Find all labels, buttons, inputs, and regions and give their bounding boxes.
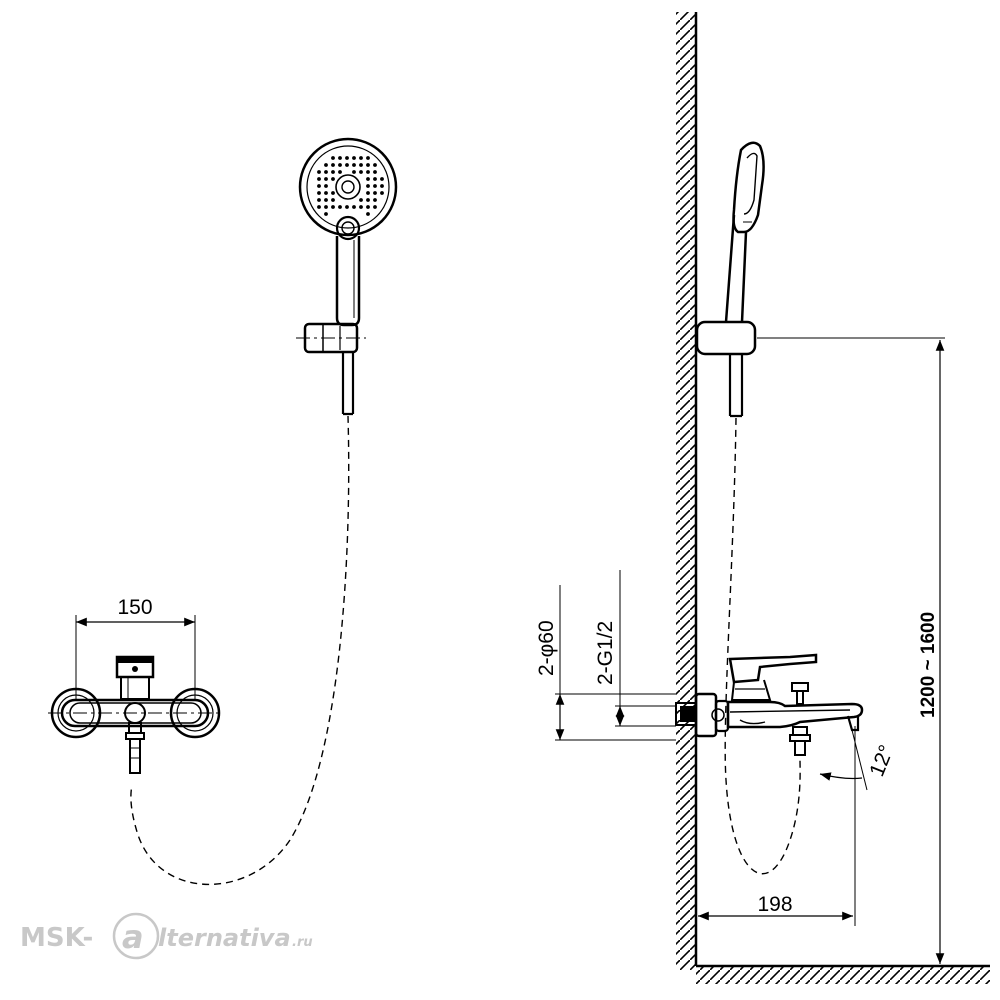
- nozzle-dot: [331, 156, 335, 160]
- nozzle-dot: [331, 198, 335, 202]
- dim-spout-reach: 198: [698, 726, 856, 926]
- nozzle-dot: [359, 170, 363, 174]
- shower-head-side: [732, 141, 765, 234]
- dim-width-front: 150: [117, 596, 152, 619]
- hose-front: [130, 415, 350, 886]
- spray-nozzles: [317, 156, 384, 216]
- dim-spout-angle: 12°: [819, 729, 899, 791]
- svg-text:MSK-: MSK-: [20, 923, 93, 953]
- nozzle-dot: [324, 191, 328, 195]
- nozzle-dot: [373, 198, 377, 202]
- nozzle-dot: [331, 170, 335, 174]
- nozzle-dot: [359, 156, 363, 160]
- nozzle-dot: [359, 163, 363, 167]
- nozzle-dot: [324, 177, 328, 181]
- wall: [676, 12, 990, 984]
- shower-handle: [335, 236, 361, 327]
- hose-side: [724, 417, 801, 875]
- floor-hatch: [696, 966, 990, 984]
- nozzle-dot: [324, 170, 328, 174]
- nozzle-dot: [366, 177, 370, 181]
- nozzle-dot: [338, 163, 342, 167]
- nozzle-dot: [359, 198, 363, 202]
- svg-text:lternativa: lternativa: [158, 924, 291, 952]
- watermark-logo: MSK- a lternativa .ru: [20, 912, 313, 960]
- lever-handle-side: [728, 653, 818, 684]
- nozzle-dot: [352, 170, 356, 174]
- nozzle-dot: [359, 205, 363, 209]
- bath-mixer-front: 150: [48, 596, 222, 774]
- nozzle-dot: [366, 212, 370, 216]
- hand-shower-side: [695, 141, 945, 418]
- nozzle-dot: [324, 184, 328, 188]
- nozzle-dot: [352, 156, 356, 160]
- nozzle-dot: [373, 184, 377, 188]
- nozzle-dot: [317, 170, 321, 174]
- nozzle-dot: [317, 177, 321, 181]
- nozzle-dot: [373, 191, 377, 195]
- dim-spout-reach-label: 198: [757, 893, 792, 916]
- nozzle-dot: [366, 156, 370, 160]
- bath-mixer-side: [675, 653, 864, 756]
- shower-holder-front: [296, 322, 366, 354]
- nozzle-dot: [324, 198, 328, 202]
- nozzle-dot: [331, 177, 335, 181]
- nozzle-dot: [380, 184, 384, 188]
- nozzle-dot: [373, 170, 377, 174]
- nozzle-dot: [373, 163, 377, 167]
- nozzle-dot: [317, 191, 321, 195]
- nozzle-dot: [345, 205, 349, 209]
- nozzle-dot: [366, 184, 370, 188]
- shower-holder-side: [695, 320, 757, 356]
- selector-button: [335, 215, 361, 241]
- dim-spout-angle-label: 12°: [865, 742, 898, 780]
- nozzle-dot: [331, 163, 335, 167]
- dim-mount-height: 1200 ~ 1600: [918, 340, 945, 964]
- nozzle-dot: [338, 205, 342, 209]
- center-spray-icon: [335, 174, 361, 200]
- nozzle-dot: [345, 163, 349, 167]
- nozzle-dot: [366, 205, 370, 209]
- nozzle-dot: [331, 205, 335, 209]
- nozzle-dot: [366, 170, 370, 174]
- dim-pipe-connection: 2-φ60 2-G1/2: [535, 570, 676, 741]
- nozzle-dot: [338, 156, 342, 160]
- hand-shower-front: [296, 137, 398, 416]
- nozzle-dot: [317, 198, 321, 202]
- nozzle-dot: [373, 177, 377, 181]
- handle-side: [724, 214, 748, 323]
- nozzle-dot: [366, 163, 370, 167]
- nozzle-dot: [352, 205, 356, 209]
- wall-hatch-vertical: [676, 12, 696, 970]
- dim-pipe-diameter: 2-φ60: [535, 620, 558, 676]
- dim-thread: 2-G1/2: [594, 621, 617, 685]
- nozzle-dot: [380, 177, 384, 181]
- nozzle-dot: [317, 205, 321, 209]
- nozzle-dot: [331, 191, 335, 195]
- nozzle-dot: [373, 205, 377, 209]
- nozzle-dot: [338, 170, 342, 174]
- hose-connector-front: [341, 352, 355, 416]
- nozzle-dot: [366, 191, 370, 195]
- nozzle-dot: [324, 212, 328, 216]
- svg-text:.ru: .ru: [292, 935, 313, 950]
- nozzle-dot: [324, 163, 328, 167]
- svg-text:a: a: [122, 918, 144, 956]
- nozzle-dot: [366, 198, 370, 202]
- nozzle-dot: [345, 156, 349, 160]
- nozzle-dot: [324, 205, 328, 209]
- nozzle-dot: [380, 191, 384, 195]
- dim-mount-height-label: 1200 ~ 1600: [918, 612, 939, 718]
- nozzle-dot: [317, 184, 321, 188]
- nozzle-dot: [352, 163, 356, 167]
